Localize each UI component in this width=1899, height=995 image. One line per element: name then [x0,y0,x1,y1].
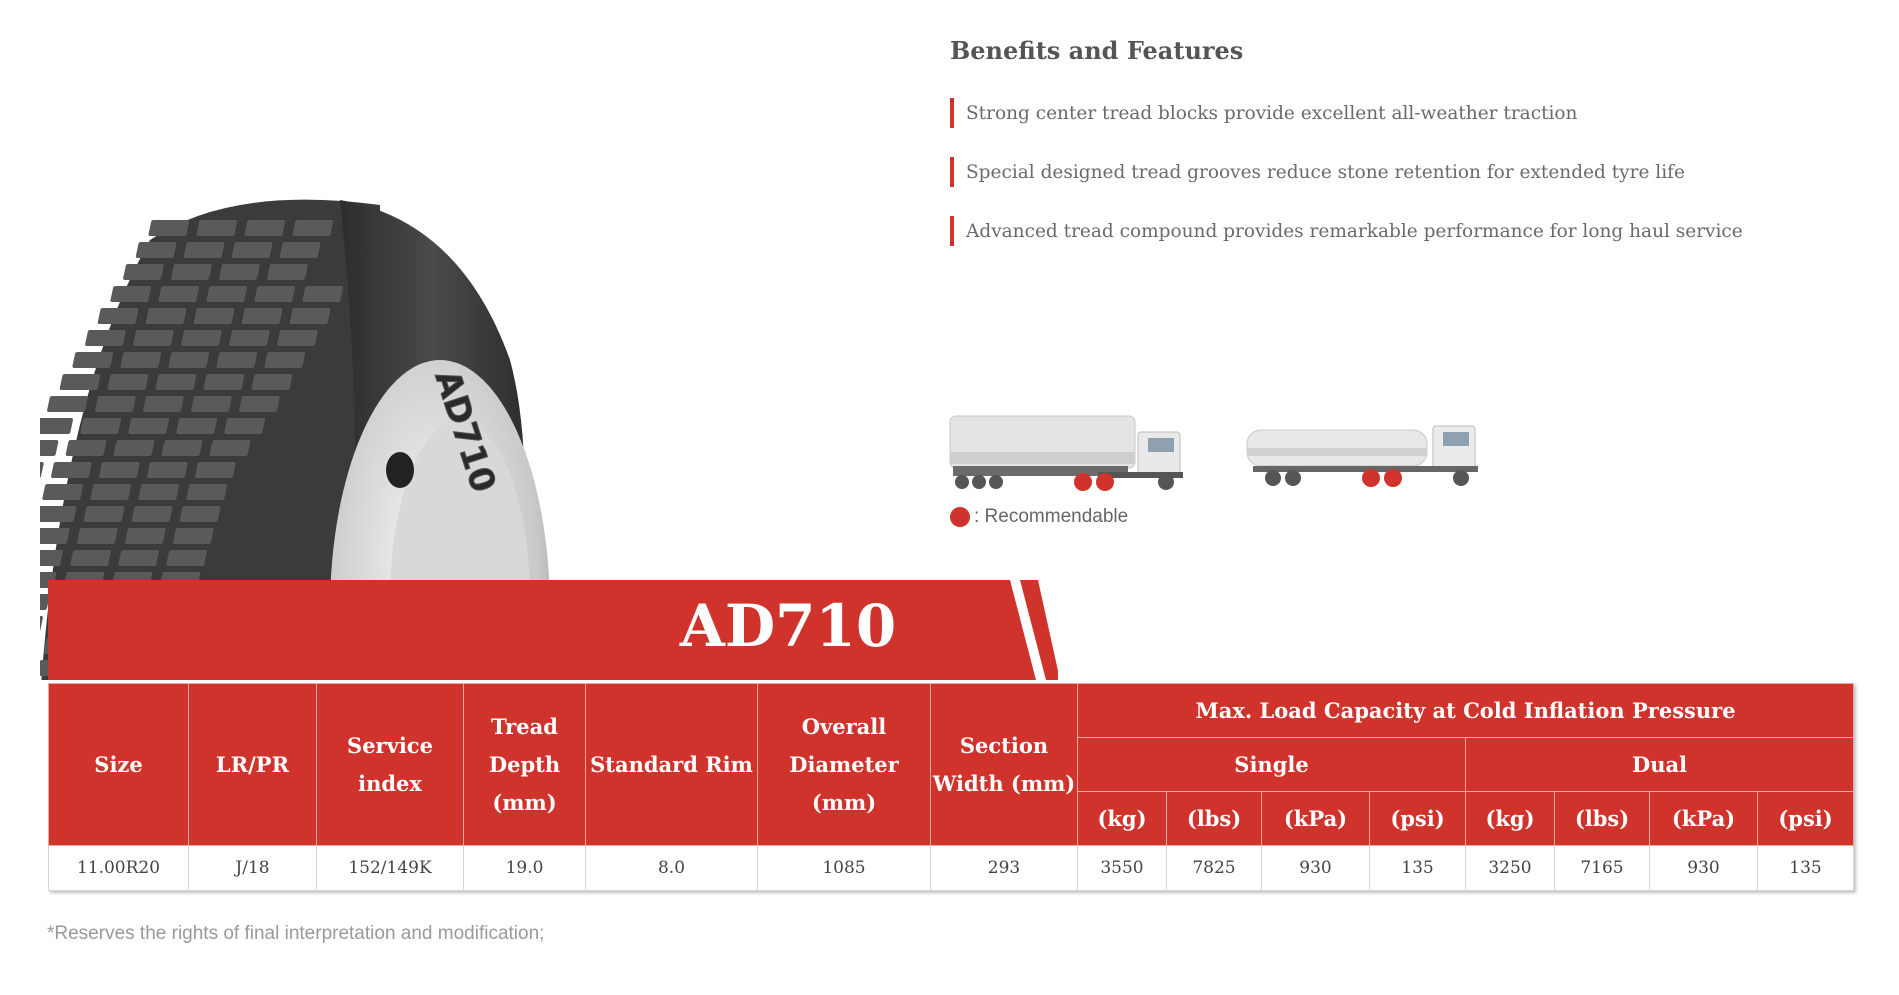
feature-item: Advanced tread compound provides remarka… [950,216,1850,246]
feature-text: Advanced tread compound provides remarka… [966,220,1743,242]
header-service-index: Service index [316,683,464,846]
cell-dual-kpa: 930 [1649,845,1758,891]
feature-text: Special designed tread grooves reduce st… [966,161,1685,183]
features-heading: Benefits and Features [950,36,1244,65]
header-single: Single [1077,737,1466,792]
recommend-legend: : Recommendable [950,506,1128,528]
feature-marker [950,98,954,128]
header-unit-psi: (psi) [1756,791,1855,846]
cell-single-lbs: 7825 [1166,845,1262,891]
feature-item: Strong center tread blocks provide excel… [950,98,1850,128]
header-size: Size [48,683,189,846]
cell-lrpr: J/18 [188,845,317,891]
header-unit-lbs: (lbs) [1554,791,1650,846]
spec-table: Size LR/PR Service index Tread Depth (mm… [48,683,1855,891]
model-title: AD710 [679,592,897,660]
header-unit-psi: (psi) [1369,791,1466,846]
cell-service-index: 152/149K [316,845,464,891]
header-overall-diameter: Overall Diameter (mm) [757,683,931,846]
cell-section-width: 293 [930,845,1078,891]
header-tread-depth: Tread Depth (mm) [463,683,586,846]
footnote: *Reserves the rights of final interpreta… [47,923,545,944]
cell-size: 11.00R20 [48,845,189,891]
header-unit-kpa: (kPa) [1261,791,1370,846]
cell-dual-psi: 135 [1756,845,1855,891]
header-unit-kpa: (kPa) [1649,791,1758,846]
cell-dual-lbs: 7165 [1554,845,1650,891]
table-row: 11.00R20 J/18 152/149K 19.0 8.0 1085 293… [48,845,1855,891]
header-standard-rim: Standard Rim [585,683,758,846]
recommend-label: : Recommendable [974,506,1129,527]
features-list: Strong center tread blocks provide excel… [950,98,1850,275]
truck-tanker-icon [948,412,1188,497]
cell-single-kg: 3550 [1077,845,1167,891]
cell-single-psi: 135 [1369,845,1466,891]
cell-overall-diameter: 1085 [757,845,931,891]
header-unit-kg: (kg) [1465,791,1555,846]
cell-tread-depth: 19.0 [463,845,586,891]
cell-standard-rim: 8.0 [585,845,758,891]
model-banner: AD710 [48,570,1058,680]
header-unit-lbs: (lbs) [1166,791,1262,846]
header-dual: Dual [1464,737,1855,792]
header-section-width: Section Width (mm) [930,683,1078,846]
feature-text: Strong center tread blocks provide excel… [966,102,1578,124]
header-max-load: Max. Load Capacity at Cold Inflation Pre… [1076,683,1855,738]
header-lrpr: LR/PR [188,683,317,846]
feature-marker [950,216,954,246]
truck-fuel-tanker-icon [1243,422,1483,497]
feature-item: Special designed tread grooves reduce st… [950,157,1850,187]
header-unit-kg: (kg) [1077,791,1167,846]
cell-dual-kg: 3250 [1465,845,1555,891]
cell-single-kpa: 930 [1261,845,1370,891]
recommend-dot-icon [950,507,970,527]
feature-marker [950,157,954,187]
